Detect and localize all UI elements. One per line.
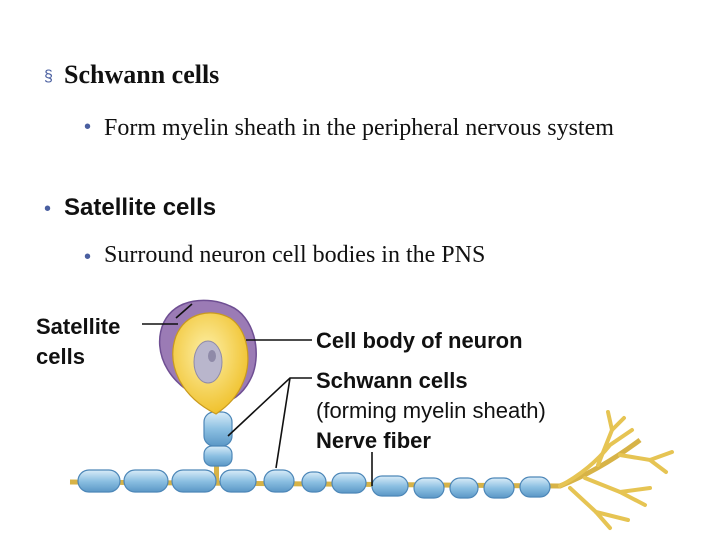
label-satellite-cells: Satellite cells: [36, 314, 121, 369]
nucleus: [193, 340, 223, 384]
bullet-schwann-cells: Schwann cells: [64, 60, 220, 89]
bullet-dot-icon: •: [44, 198, 52, 220]
label-forming-myelin: (forming myelin sheath): [316, 398, 546, 423]
bullet-dot-icon: •: [84, 116, 92, 138]
bullet-satellite-cells: Satellite cells: [64, 194, 217, 221]
axon-terminals: [558, 410, 674, 530]
nucleolus: [208, 350, 216, 362]
bullet-satellite-description: Surround neuron cell bodies in the PNS: [104, 242, 486, 268]
square-bullet-icon: §: [44, 68, 53, 85]
bullet-dot-icon: •: [84, 246, 92, 268]
myelin-sheath-segments: [77, 469, 551, 499]
bullet-schwann-description: Form myelin sheath in the peripheral ner…: [104, 115, 614, 141]
label-schwann-cells: Schwann cells: [316, 368, 468, 393]
label-cell-body: Cell body of neuron: [316, 328, 523, 353]
label-nerve-fiber: Nerve fiber: [316, 428, 431, 453]
leader-lines: [142, 303, 373, 486]
stem-myelin-segments: [203, 411, 233, 467]
